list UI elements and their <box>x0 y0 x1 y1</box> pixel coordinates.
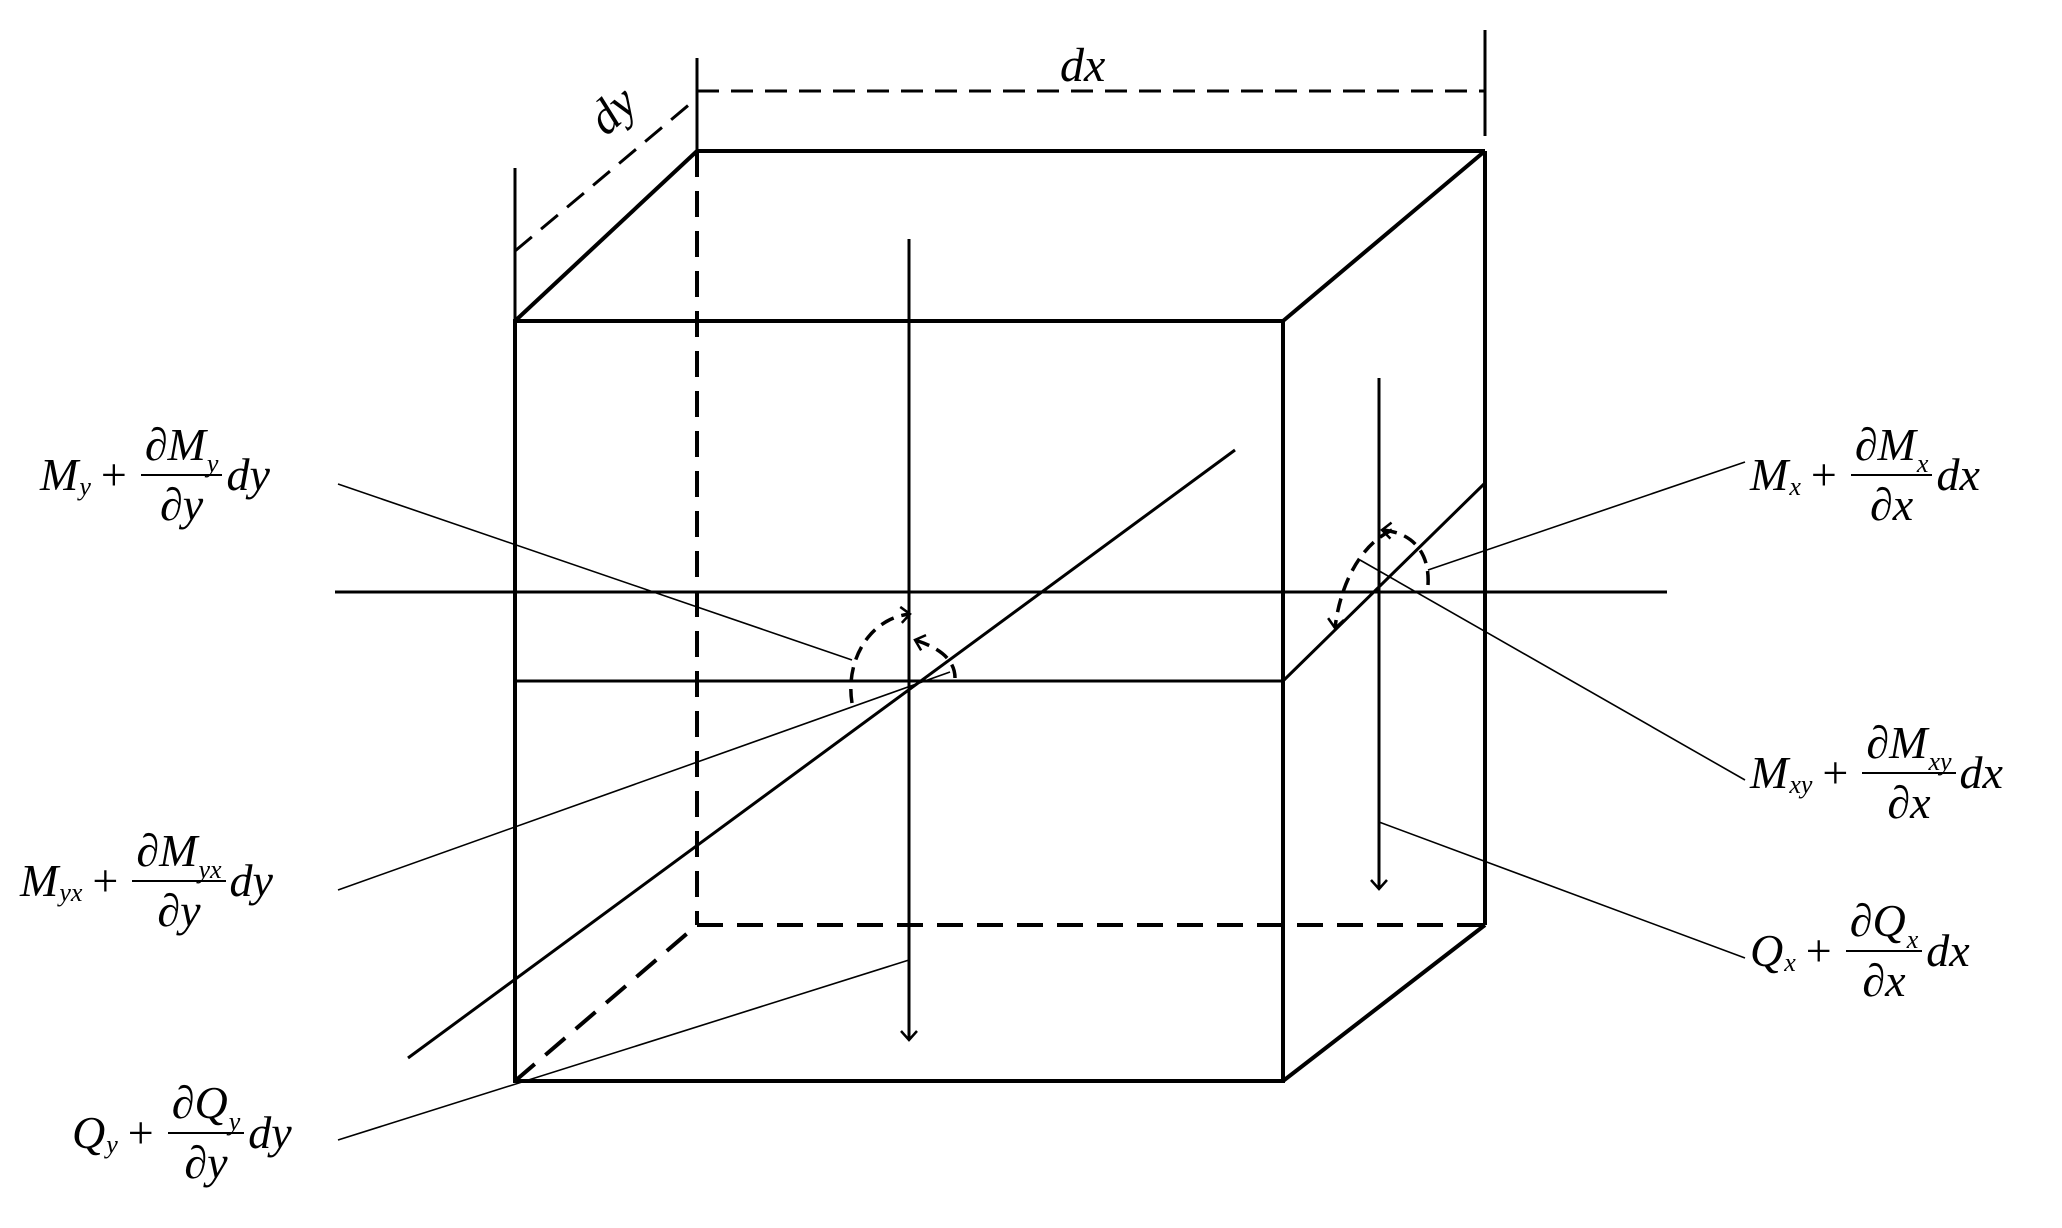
qx-numerator: ∂Qx <box>1846 895 1923 953</box>
myx-fraction-bar <box>132 880 226 882</box>
qy-leader <box>337 959 910 1141</box>
mxy-fraction: ∂Mxy ∂x <box>1862 717 1956 828</box>
moment-arcs <box>849 521 1430 704</box>
qx-leader <box>1378 821 1746 959</box>
cube-hidden-edges <box>513 151 1485 1083</box>
mxy-num-sub: xy <box>1928 747 1952 776</box>
right-mid-diagonal <box>1281 481 1487 683</box>
dy-dimension-line <box>514 96 698 253</box>
qy-num-text: ∂Q <box>171 1077 228 1128</box>
qx-fraction: ∂Qx ∂x <box>1845 895 1923 1006</box>
mxy-fraction-bar <box>1862 772 1956 774</box>
my-denominator: ∂y <box>160 479 204 530</box>
qx-num-text: ∂Q <box>1849 895 1906 946</box>
mx-tail: dx <box>1936 449 1980 500</box>
qx-sub: x <box>1784 948 1796 977</box>
qy-fraction-bar <box>167 1132 245 1134</box>
myx-num-text: ∂M <box>136 825 198 876</box>
mxy-denominator: ∂x <box>1887 777 1931 828</box>
myx-plus: + <box>92 855 119 906</box>
mx-num-text: ∂M <box>1854 419 1916 470</box>
cube-bottom-right-diagonal <box>1281 923 1487 1083</box>
cube-front-face <box>513 319 1285 1083</box>
myx-denominator: ∂y <box>157 885 201 936</box>
my-num-text: ∂M <box>144 419 206 470</box>
mx-base: M <box>1750 449 1789 500</box>
qx-tail: dx <box>1926 925 1970 976</box>
cube-top-right-diagonal <box>1281 149 1487 323</box>
mxy-num-text: ∂M <box>1866 717 1928 768</box>
myx-num-sub: yx <box>198 855 222 884</box>
qy-base: Q <box>72 1107 106 1158</box>
cube-hidden-bottom-diagonal <box>513 923 699 1083</box>
mxy-tail: dx <box>1959 747 2003 798</box>
qx-denominator: ∂x <box>1862 955 1906 1006</box>
myx-leader <box>337 671 951 891</box>
mx-plus: + <box>1810 449 1837 500</box>
dimension-lines <box>513 30 1487 321</box>
my-numerator: ∂My <box>141 419 223 477</box>
my-plus: + <box>100 449 127 500</box>
qy-sub: y <box>106 1130 118 1159</box>
dx-dimension-label: dx <box>1060 39 1106 92</box>
myx-tail: dy <box>229 855 273 906</box>
cube-top-left-diagonal <box>513 149 699 323</box>
my-leader <box>337 483 853 661</box>
my-fraction: ∂My ∂y <box>140 419 223 530</box>
mid-plane-lines <box>335 448 1667 1060</box>
mx-num-sub: x <box>1916 449 1929 478</box>
myx-base: M <box>20 855 59 906</box>
mxy-plus: + <box>1822 747 1849 798</box>
cube-solid-edges <box>513 149 1487 1083</box>
mxy-moment-arc <box>1327 528 1393 630</box>
mxy-base: M <box>1750 747 1789 798</box>
shear-force-arrows <box>900 239 1388 1042</box>
myx-moment-arc <box>913 633 957 679</box>
qy-plus: + <box>127 1107 154 1158</box>
qy-tail: dy <box>248 1107 292 1158</box>
mxy-numerator: ∂Mxy <box>1862 717 1955 775</box>
mx-numerator: ∂Mx <box>1851 419 1933 477</box>
leader-lines <box>337 461 1746 1141</box>
mx-fraction-bar <box>1850 474 1933 476</box>
mx-leader <box>1427 461 1746 571</box>
qy-denominator: ∂y <box>184 1137 228 1188</box>
qx-base: Q <box>1750 925 1784 976</box>
my-num-sub: y <box>206 449 219 478</box>
qy-fraction: ∂Qy ∂y <box>167 1077 245 1188</box>
my-base: M <box>40 449 79 500</box>
my-sub: y <box>79 472 91 501</box>
mx-fraction: ∂Mx ∂x <box>1850 419 1933 530</box>
myx-numerator: ∂Myx <box>132 825 225 883</box>
mxy-sub: xy <box>1789 770 1813 799</box>
my-fraction-bar <box>140 474 223 476</box>
qx-num-sub: x <box>1906 925 1919 954</box>
qy-num-sub: y <box>228 1107 241 1136</box>
qx-fraction-bar <box>1845 950 1923 952</box>
qx-plus: + <box>1805 925 1832 976</box>
my-tail: dy <box>226 449 270 500</box>
mxy-leader <box>1359 559 1746 781</box>
mx-sub: x <box>1789 472 1801 501</box>
oblique-axis <box>407 448 1236 1060</box>
myx-fraction: ∂Myx ∂y <box>132 825 226 936</box>
qy-numerator: ∂Qy <box>168 1077 245 1135</box>
mx-denominator: ∂x <box>1870 479 1914 530</box>
myx-sub: yx <box>59 878 83 907</box>
